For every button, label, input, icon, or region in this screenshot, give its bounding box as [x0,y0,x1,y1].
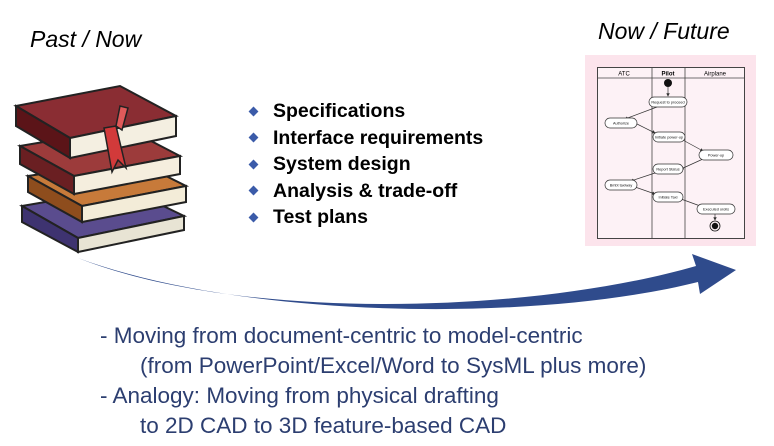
transition-notes: - Moving from document-centric to model-… [100,321,646,441]
bullet-item: Test plans [247,204,483,231]
transition-arrow [78,254,736,310]
node-powerup-label: Power-up [708,154,724,158]
bullet-item: Analysis & trade-off [247,178,483,205]
node-authorize-label: Authorize [613,122,629,126]
note-line: (from PowerPoint/Excel/Word to SysML plu… [140,353,647,378]
diamond-bullet-icon [248,185,259,196]
lane-pilot-label: Pilot [662,72,675,78]
diamond-bullet-icon [248,212,259,223]
diamond-bullet-icon [248,106,259,117]
final-node-ring [709,220,721,232]
lane-airplane-label: Airplane [704,72,727,78]
final-node [711,222,719,230]
lane-atc-label: ATC [618,72,630,78]
sysml-activity-diagram: ATC Pilot Airplane Request to proceed Au… [597,67,745,239]
past-now-heading: Past / Now [30,26,142,52]
note-line: - Analogy: Moving from physical drafting [100,383,499,408]
node-executed-label: Executed orolls [703,208,729,212]
curved-arrow-icon [78,254,736,310]
diamond-bullet-icon [248,132,259,143]
node-report-label: Report Status [656,168,679,172]
bullet-item: System design [247,151,483,178]
now-future-heading: Now / Future [598,18,730,44]
node-initiate-powerup-label: Initiate power-up [655,136,683,140]
note-line: - Moving from document-centric to model-… [100,323,583,348]
artifact-bullet-list: Specifications Interface requirements Sy… [247,98,483,231]
node-taxiway-label: Bmbt taxiway [610,184,633,188]
bullet-item: Specifications [247,98,483,125]
bullet-item: Interface requirements [247,125,483,152]
diamond-bullet-icon [248,159,259,170]
node-initiate-taxi-label: Initiate Taxi [659,196,678,200]
note-line: to 2D CAD to 3D feature-based CAD [140,413,507,438]
initial-node [664,79,672,87]
node-request-label: Request to proceed [651,101,684,105]
book-stack-image [13,84,190,254]
